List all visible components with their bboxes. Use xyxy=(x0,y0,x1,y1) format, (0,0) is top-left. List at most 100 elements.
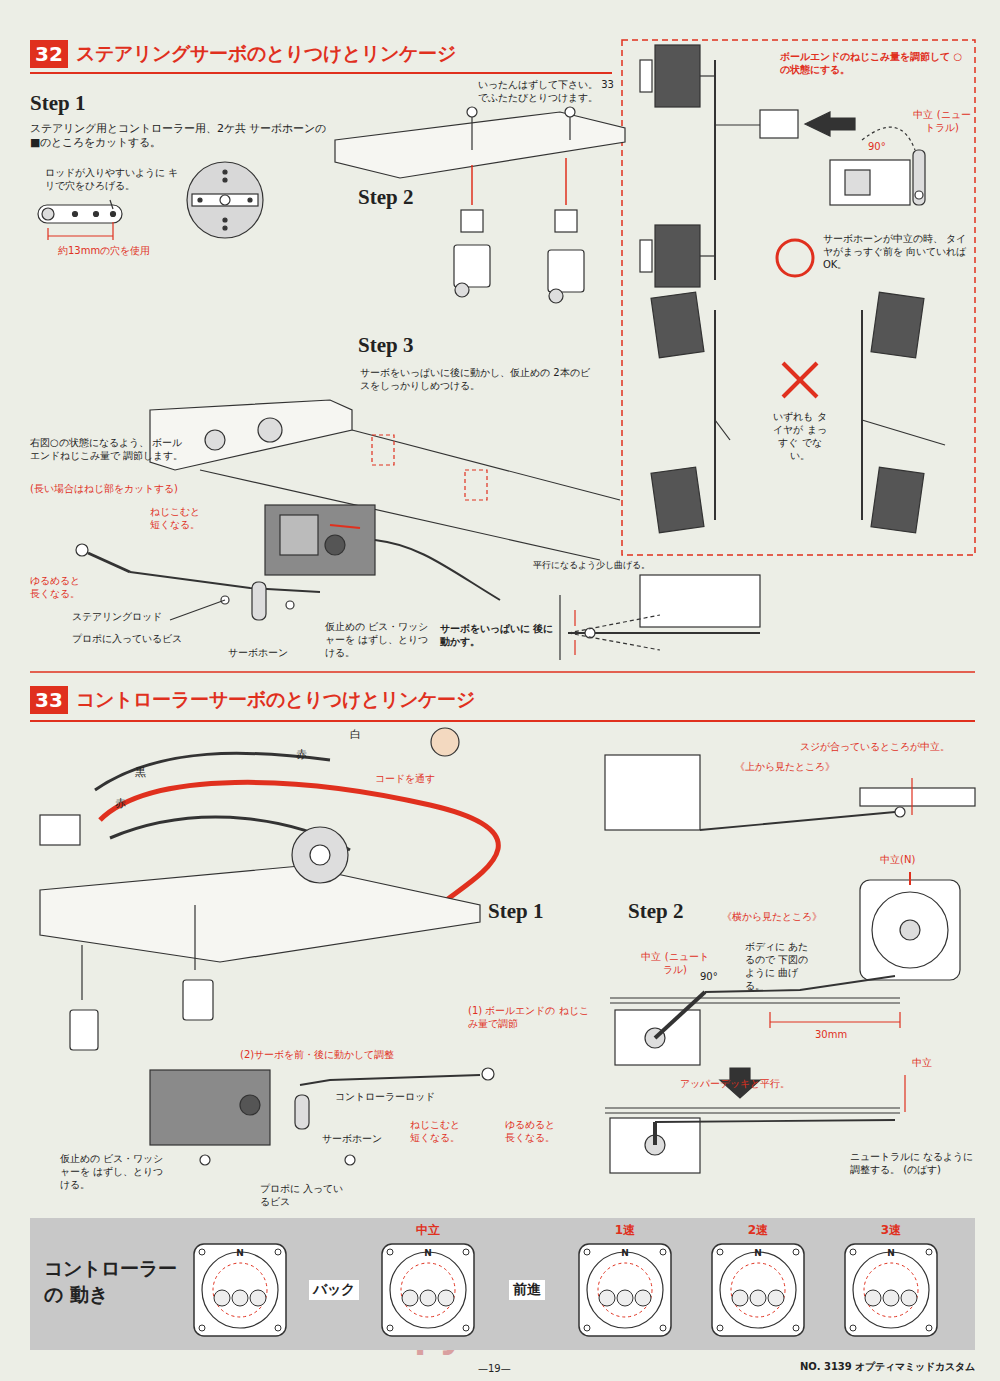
steering-assembly xyxy=(205,430,225,450)
controller-dial xyxy=(199,1249,205,1255)
dial-mark: N xyxy=(708,1248,808,1258)
dial-mark: N xyxy=(841,1248,941,1258)
controller-dial xyxy=(463,1325,469,1331)
chassis-top-view xyxy=(845,170,870,195)
chassis-wrong xyxy=(651,467,704,533)
controller-assembly xyxy=(183,980,213,1020)
annotation: NO. 3139 オプティマミッドカスタム xyxy=(800,1360,975,1373)
controller-dial: 1速 N xyxy=(575,1222,675,1342)
chassis-top-view xyxy=(915,191,923,199)
section-rule xyxy=(30,671,975,673)
controller-linkage-detail xyxy=(610,997,900,998)
chassis-top-view xyxy=(640,60,652,92)
controller-dial xyxy=(660,1249,666,1255)
steering-assembly xyxy=(286,601,294,609)
controller-linkage-detail xyxy=(610,1118,700,1173)
servo-horn xyxy=(223,218,227,222)
annotation: 白 xyxy=(350,728,361,742)
controller-dial xyxy=(660,1325,666,1331)
chassis-plate xyxy=(455,283,469,297)
annotation: 90° xyxy=(868,140,886,153)
controller-dial xyxy=(850,1325,856,1331)
steering-assembly xyxy=(170,600,225,620)
controller-linkage-detail xyxy=(610,1002,900,1003)
servo-horn xyxy=(223,226,227,230)
chassis-top-view xyxy=(655,45,700,107)
chassis-wrong xyxy=(714,310,716,520)
servo-horn xyxy=(248,198,252,202)
servo-horn xyxy=(73,212,78,217)
annotation: ボールエンドのねじこみ量を調節して ○の状態にする。 xyxy=(780,50,970,76)
controller-assembly xyxy=(70,1010,98,1050)
servo-horn xyxy=(47,228,48,240)
annotation: 中立 (ニュートラル) xyxy=(912,108,972,134)
annotation: 約13mmの穴を使用 xyxy=(58,244,150,257)
controller-dial xyxy=(635,1290,651,1306)
chassis-wrong xyxy=(862,420,945,445)
annotation: ねじこむと 短くなる。 xyxy=(150,505,212,531)
controller-dial xyxy=(901,1290,917,1306)
annotation: (2)サーボを前・後に動かして調整 xyxy=(240,1048,394,1061)
controller-dial xyxy=(850,1249,856,1255)
dial-mark: N xyxy=(575,1248,675,1258)
annotation: ゆるめると 長くなる。 xyxy=(505,1118,567,1144)
edge-label: 前進 xyxy=(509,1280,545,1300)
servo-horn xyxy=(187,162,263,238)
section-rule xyxy=(30,72,612,74)
annotation: Step 1 xyxy=(30,90,85,117)
chassis-plate xyxy=(335,107,625,303)
section-title: コントローラーサーボのとりつけとリンケージ xyxy=(76,687,475,713)
annotation: コードを通す xyxy=(375,772,435,785)
controller-assembly xyxy=(200,1155,210,1165)
steering-assembly xyxy=(375,540,500,600)
annotation: ステアリング用とコントローラー用、2ケ共 サーボホーンの■のところをカットする。 xyxy=(30,122,330,151)
annotation: プロポに 入っているビス xyxy=(260,1182,345,1208)
chassis-top-view xyxy=(913,150,925,205)
controller-assembly xyxy=(81,945,82,1000)
annotation: ロッドが入りやすいように キリで穴をひろげる。 xyxy=(45,166,180,192)
section-heading: 32ステアリングサーボのとりつけとリンケージ xyxy=(30,40,456,68)
controller-dial: 2速N xyxy=(708,1222,808,1342)
chassis-plate xyxy=(548,250,584,292)
controller-dial xyxy=(768,1290,784,1306)
controller-dial xyxy=(731,1263,785,1317)
controller-dial xyxy=(214,1290,230,1306)
annotation: スジが合っているところが中立。 xyxy=(800,740,950,753)
controller-dial xyxy=(584,1325,590,1331)
annotation: ボディに あたるので 下図のように 曲げる。 xyxy=(745,940,817,992)
band-title: コントローラーの 動き xyxy=(44,1256,179,1307)
chassis-plate xyxy=(471,112,472,150)
controller-dial xyxy=(401,1263,455,1317)
chassis-top-view xyxy=(805,112,855,136)
controller-dial xyxy=(617,1290,633,1306)
annotation: 右図○の状態になるよう、 ボールエンドねじこみ量で 調節します。 xyxy=(30,436,190,462)
annotation: Step 1 xyxy=(488,898,543,925)
annotation: いずれも タイヤが まっすぐ でない。 xyxy=(770,410,830,462)
annotation: (長い場合はねじ部をカットする) xyxy=(30,482,178,495)
bend-detail xyxy=(574,610,575,626)
chassis-wrong xyxy=(861,310,863,520)
chassis-plate xyxy=(454,245,490,287)
servo-horn xyxy=(42,208,54,220)
section-rule xyxy=(622,40,975,555)
controller-linkage-detail xyxy=(899,1012,900,1028)
steering-assembly xyxy=(265,505,375,575)
dial-heading: 1速 xyxy=(575,1222,675,1239)
controller-linkage-detail xyxy=(770,1021,900,1022)
controller-dial xyxy=(793,1325,799,1331)
chassis-wrong xyxy=(783,363,817,397)
controller-dial xyxy=(420,1290,436,1306)
controller-linkage-detail xyxy=(911,778,912,815)
controller-assembly xyxy=(300,1075,480,1085)
controller-linkage-detail xyxy=(895,807,905,817)
annotation: Step 2 xyxy=(358,184,413,211)
bend-detail xyxy=(568,615,660,633)
servo-horn xyxy=(48,235,113,236)
annotation: 《横から見たところ》 xyxy=(722,910,822,923)
bend-detail xyxy=(559,595,560,660)
servo-horn xyxy=(192,194,258,206)
annotation: 赤 xyxy=(115,797,126,811)
annotation: ステアリングロッド xyxy=(72,610,162,623)
chassis-wrong xyxy=(651,292,945,533)
controller-linkage-detail xyxy=(655,992,705,1038)
